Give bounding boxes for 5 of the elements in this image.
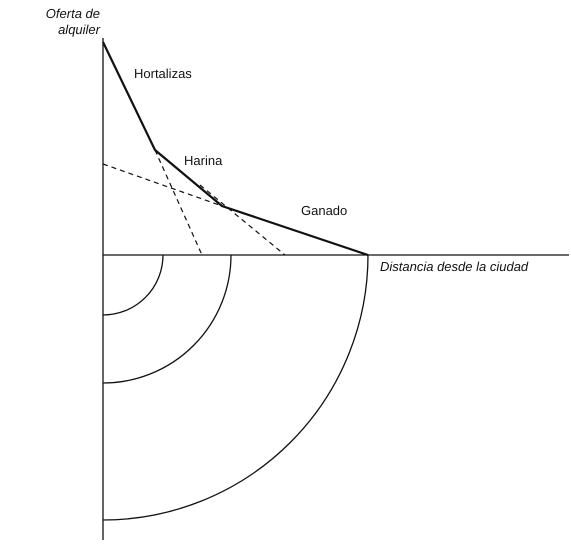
axis-title: Distancia desde la ciudad bbox=[380, 259, 530, 275]
zone-label: Ganado bbox=[301, 203, 348, 219]
axis-title: Oferta de alquiler bbox=[44, 6, 100, 38]
zone-label: Harina bbox=[184, 153, 224, 169]
zone-label: Hortalizas bbox=[134, 66, 193, 82]
